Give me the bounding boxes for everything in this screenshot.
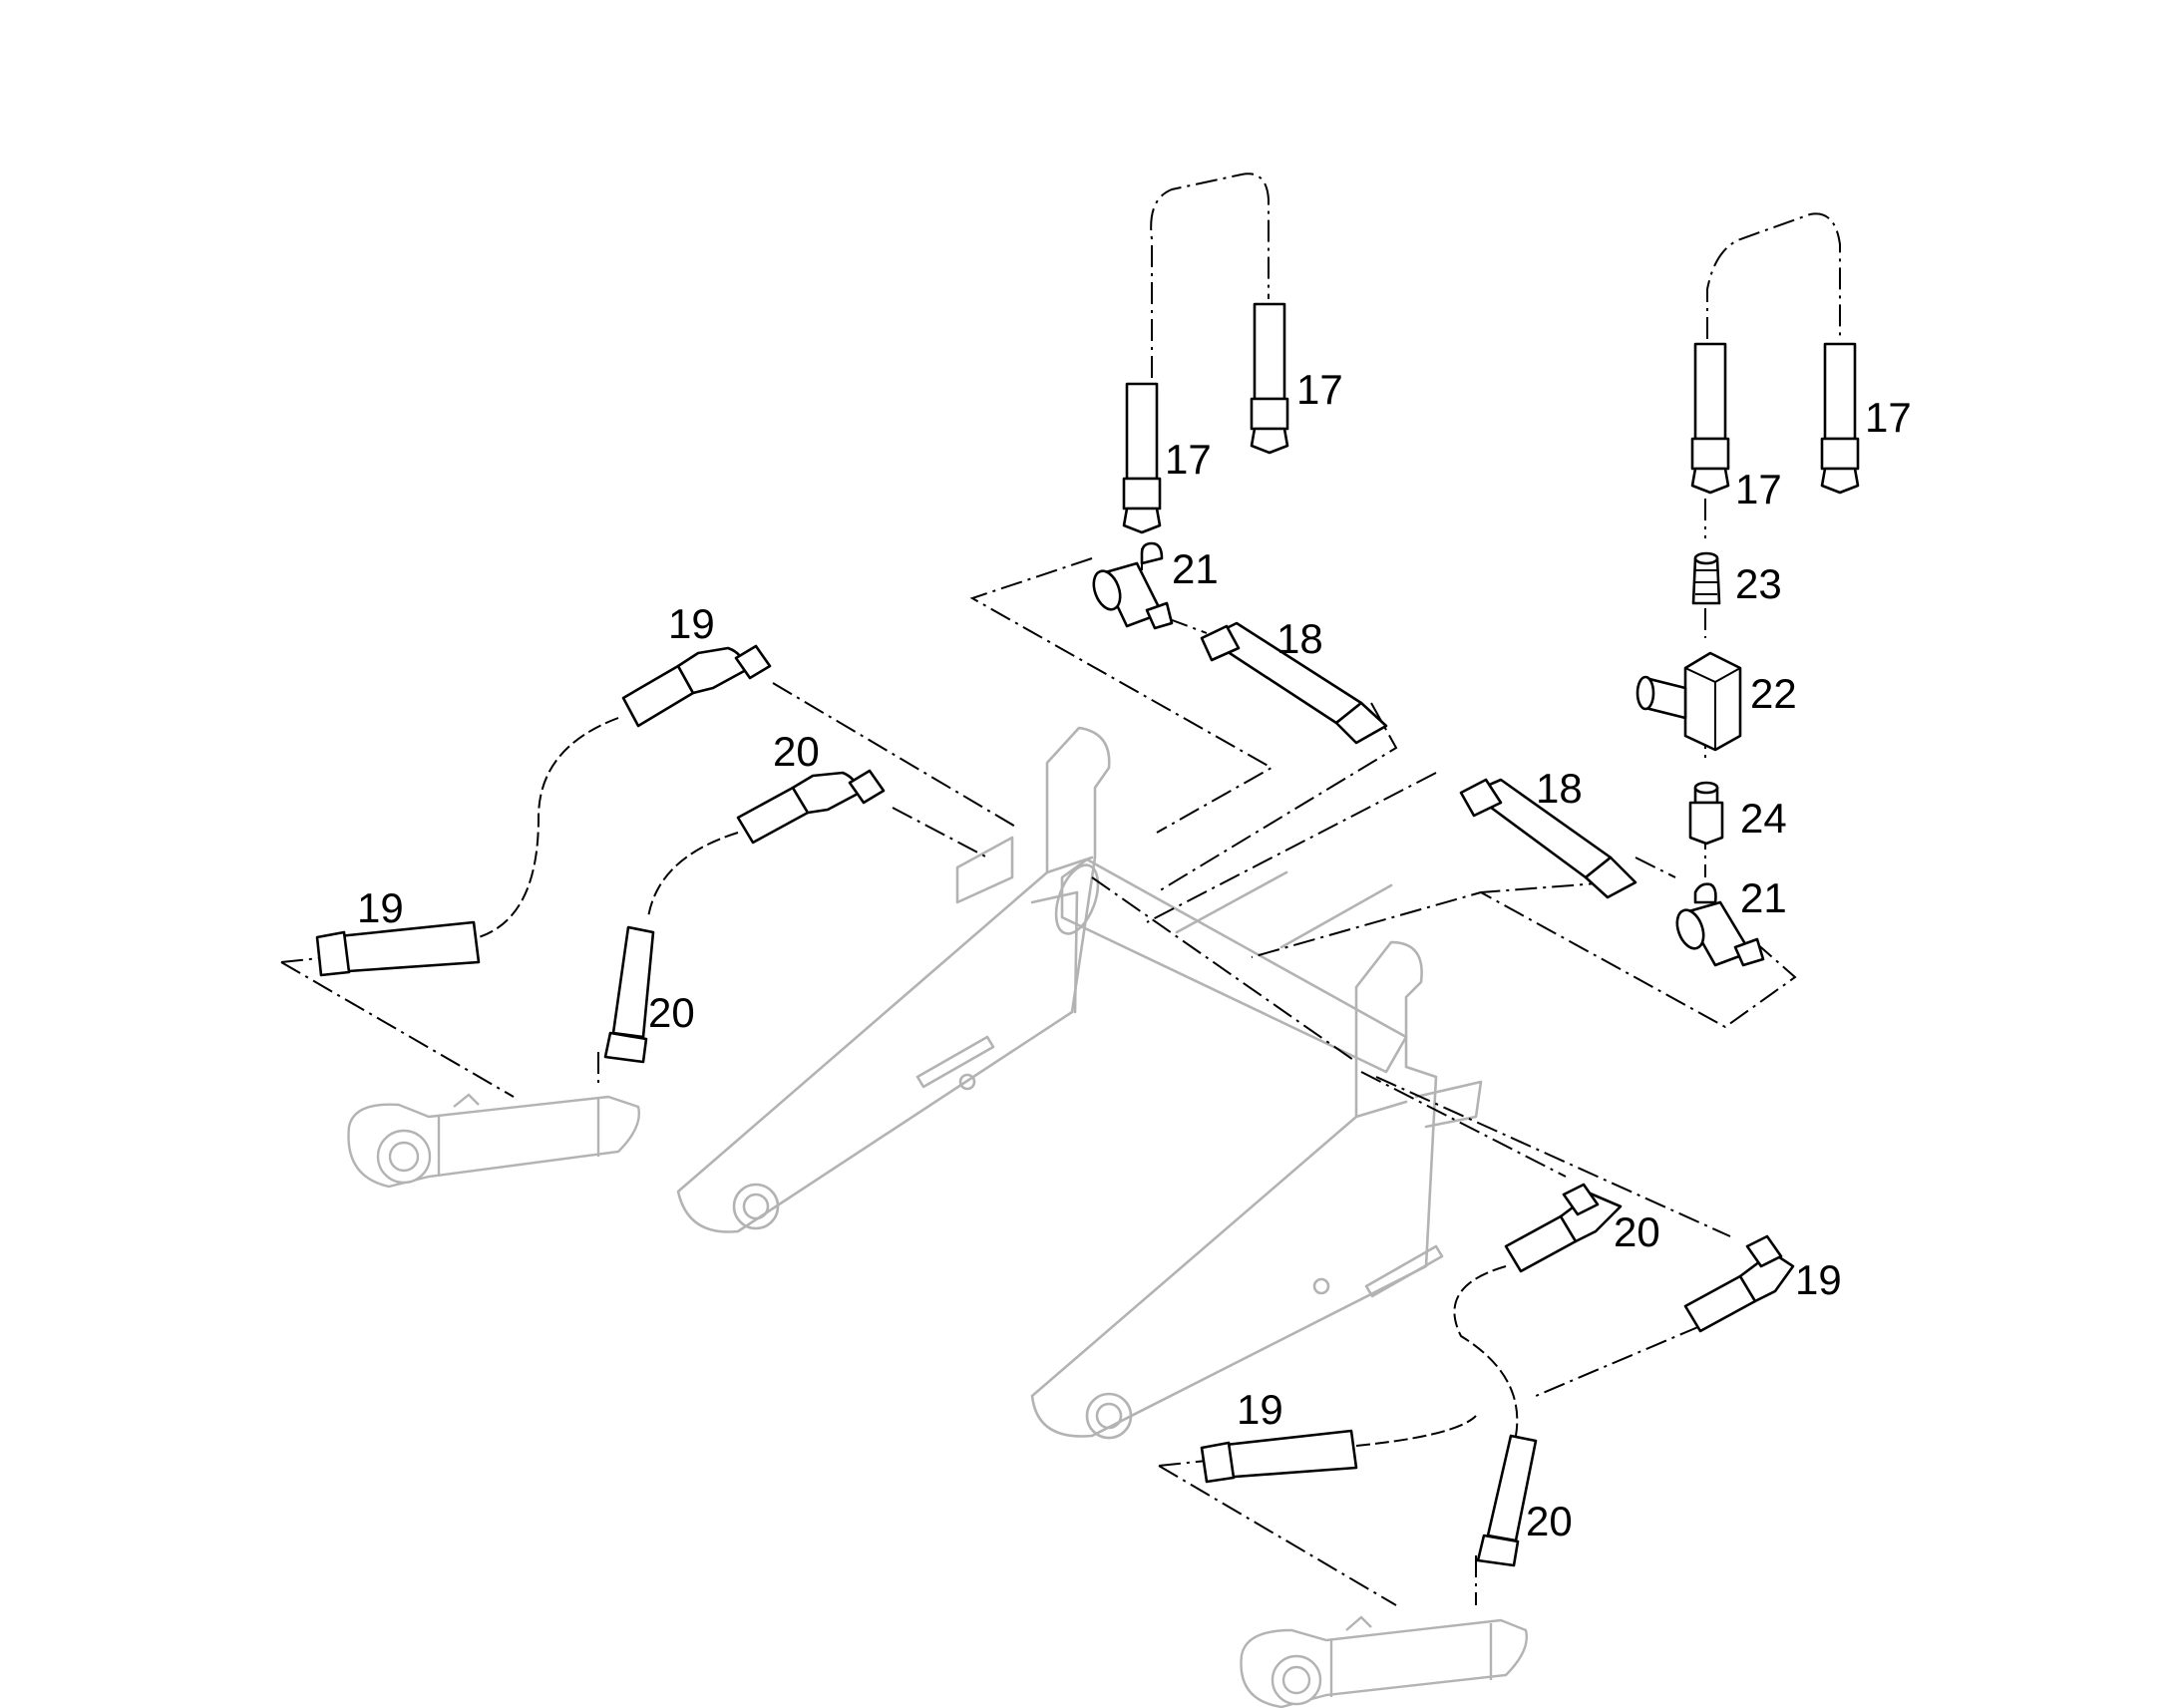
callout-19-b: 19	[357, 884, 404, 931]
hose-17-d	[1820, 342, 1860, 495]
left-lift-arm	[676, 726, 1111, 1233]
cross-tube	[1060, 857, 1408, 1074]
callout-17-b: 17	[1296, 366, 1343, 413]
callout-17-d: 17	[1865, 394, 1912, 441]
hose-20-b	[603, 925, 655, 1064]
callout-17-c: 17	[1735, 466, 1782, 512]
hose-20-c	[1504, 1183, 1623, 1273]
callout-21-b: 21	[1740, 874, 1787, 921]
callout-19-a: 19	[668, 600, 715, 647]
hose-paths	[478, 717, 1519, 1447]
adapter-23	[1691, 551, 1721, 605]
valve-block-22	[1635, 651, 1742, 752]
callout-23: 23	[1735, 560, 1782, 607]
hose-18-a	[1200, 621, 1388, 745]
right-lift-arm	[1030, 940, 1438, 1438]
right-lift-cylinder	[1240, 1615, 1528, 1708]
hose-18-b	[1459, 778, 1637, 899]
hose-17-c	[1690, 342, 1730, 495]
callout-19-c: 19	[1795, 1256, 1842, 1303]
loader-frame	[676, 726, 1483, 1440]
hose-17-b	[1250, 302, 1289, 455]
hose-19-a	[621, 644, 772, 728]
hose-19-b	[315, 920, 481, 977]
callout-19-d: 19	[1237, 1386, 1283, 1433]
callout-20-b: 20	[648, 989, 695, 1036]
callout-17-a: 17	[1165, 436, 1212, 483]
tee-fitting-21-a	[1092, 541, 1174, 630]
hose-20-d	[1476, 1434, 1538, 1567]
callout-20-c: 20	[1614, 1208, 1660, 1255]
callout-22: 22	[1750, 670, 1797, 717]
adapter-24	[1688, 781, 1724, 846]
callout-18-b: 18	[1536, 765, 1583, 812]
left-lift-cylinder	[347, 1093, 640, 1189]
hose-20-a	[736, 769, 886, 845]
callout-20-a: 20	[773, 728, 820, 775]
callout-24: 24	[1740, 795, 1787, 842]
assembly-lines	[280, 172, 1841, 1606]
callout-20-d: 20	[1526, 1498, 1573, 1544]
hose-17-a	[1122, 382, 1162, 534]
hose-19-c	[1683, 1234, 1795, 1333]
tee-fitting-21-b	[1675, 882, 1765, 967]
callout-21-a: 21	[1172, 545, 1219, 592]
callouts: 17 17 17 17 21 18 19 20 19 20 23 22 18 2…	[357, 366, 1912, 1544]
hose-19-d	[1200, 1429, 1358, 1484]
callout-18-a: 18	[1276, 615, 1323, 662]
